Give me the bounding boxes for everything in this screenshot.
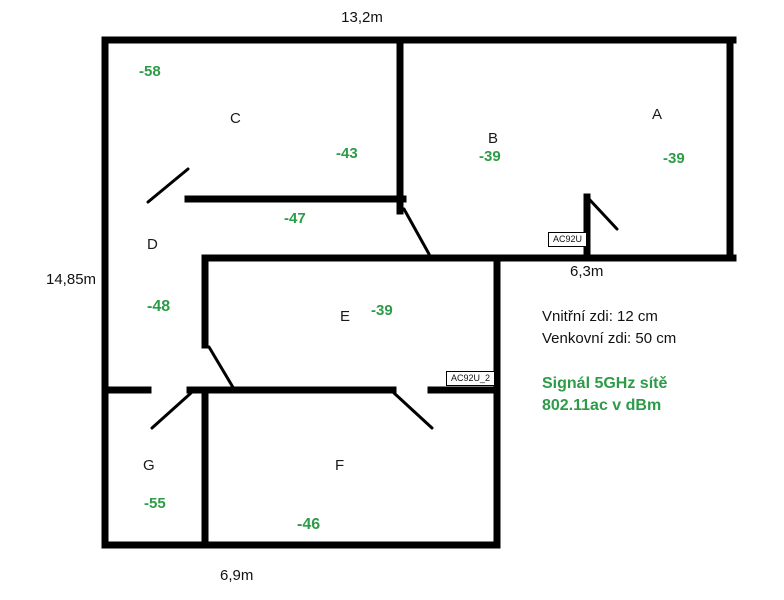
signal-value-b: -39 [479,148,501,165]
door-room-g [150,391,193,430]
signal-value-e: -39 [371,302,393,319]
door-d-to-e [207,345,236,391]
legend-line2: 802.11ac v dBm [542,397,662,414]
access-point-ap2: AC92U_2 [446,371,496,386]
signal-value-d-main: -48 [147,298,171,315]
signal-value-f: -46 [297,516,321,533]
room-label-e: E [340,308,351,325]
dimension-bottom: 6,9m [220,567,254,584]
note-inner-walls: Vnitřní zdi: 12 cm [542,308,658,325]
door-hall-to-b [402,207,431,256]
door-room-c [146,167,190,204]
note-outer-walls: Venkovní zdi: 50 cm [542,330,677,347]
room-label-f: F [335,457,345,474]
room-label-d: D [147,236,158,253]
access-point-ap1: AC92U [548,232,588,247]
door-room-f [392,391,434,430]
signal-value-g: -55 [144,495,166,512]
room-label-b: B [488,130,499,147]
signal-value-c-nw: -58 [139,63,161,80]
signal-value-a: -39 [663,150,685,167]
door-b-to-a [587,197,619,231]
signal-value-d-hall: -47 [284,210,306,227]
room-label-c: C [230,110,241,127]
dimension-top: 13,2m [341,9,383,26]
signal-value-c-se: -43 [336,145,358,162]
dimension-right-section: 6,3m [570,263,604,280]
room-label-g: G [143,457,155,474]
dimension-left: 14,85m [46,271,97,288]
room-label-a: A [652,106,663,123]
legend-line1: Signál 5GHz sítě [542,375,668,392]
